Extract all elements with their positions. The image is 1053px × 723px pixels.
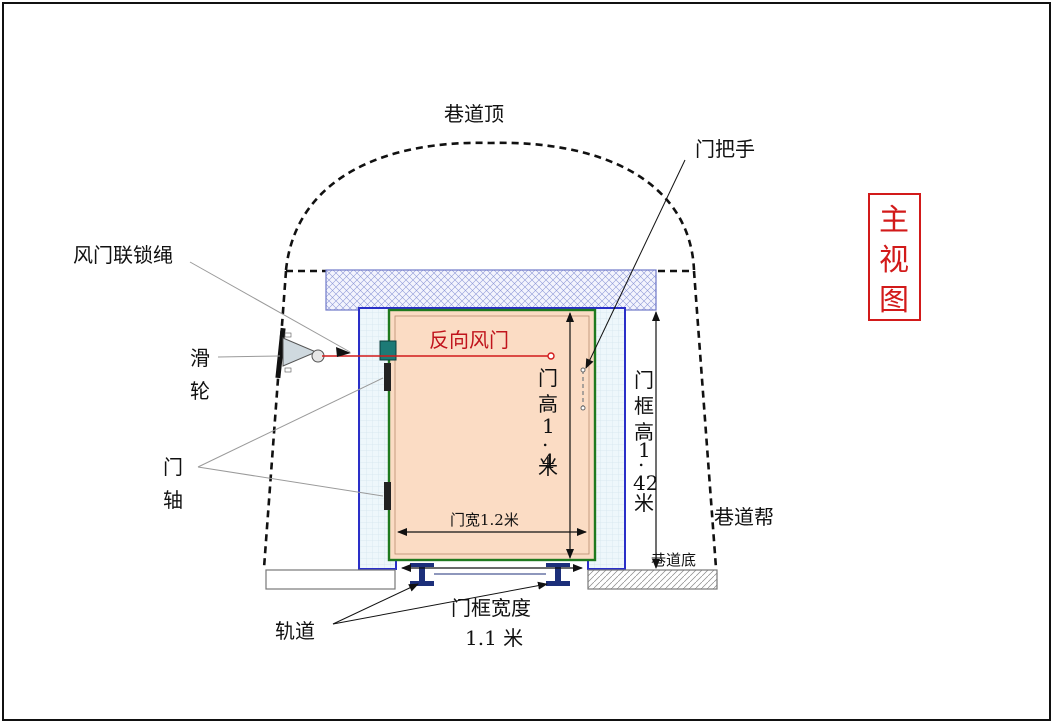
roadway-side-label: 巷道帮 xyxy=(714,505,774,529)
door-handle-label: 门把手 xyxy=(695,137,755,161)
door-height-label-2: 高 xyxy=(538,392,558,416)
pulley-label-1: 滑 xyxy=(190,346,210,370)
frame-height-label-7: 米 xyxy=(634,491,654,515)
frame-height-label-6: 42 xyxy=(633,471,658,495)
hinge-label-1: 门 xyxy=(163,455,183,479)
frame-height-label-4: 1 xyxy=(638,438,651,462)
frame-width-label-1: 门框宽度 xyxy=(451,596,531,620)
door-height-label-5: 4 xyxy=(542,449,555,473)
view-title-char-3: 图 xyxy=(879,283,909,318)
door-inner-panel xyxy=(394,315,590,555)
reverse-door-leaf xyxy=(387,308,597,562)
pulley-leader xyxy=(217,355,281,358)
interlock-rope-leader xyxy=(189,261,351,353)
interlock-block xyxy=(379,340,397,361)
rail-leader-right xyxy=(332,581,548,625)
frame-height-label-1: 门 xyxy=(634,368,654,392)
rope-end-point xyxy=(547,352,555,360)
door-height-label-1: 门 xyxy=(538,366,558,390)
interlock-rope-arrowhead xyxy=(336,347,351,357)
i-beam-rail-icon xyxy=(546,563,570,586)
frame-height-label-3: 高 xyxy=(634,420,654,444)
door-handle-pivot xyxy=(580,367,586,373)
hinge-leader-lower xyxy=(197,466,384,497)
door-height-label-6: 米 xyxy=(538,455,558,479)
hinge-label-2: 轴 xyxy=(163,488,183,512)
roadway-floor-right xyxy=(587,569,718,590)
hinge-block-icon xyxy=(384,363,391,391)
frame-height-label-5: . xyxy=(638,447,644,471)
reverse-door-label: 反向风门 xyxy=(429,328,509,352)
pulley-icon xyxy=(275,327,325,379)
roadway-right-wall xyxy=(692,270,718,569)
door-handle-pivot xyxy=(580,405,586,411)
interlock-rope-label: 风门联锁绳 xyxy=(73,243,173,267)
frame-height-label-2: 框 xyxy=(634,394,654,418)
door-width-label: 门宽1.2米 xyxy=(450,511,519,529)
door-height-label-3: 1 xyxy=(542,414,555,438)
roadway-floor-label: 巷道底 xyxy=(651,551,696,569)
view-title-char-1: 主 xyxy=(879,203,909,238)
hinge-block-icon xyxy=(384,482,391,510)
rail-leader-left xyxy=(332,583,419,625)
roadway-arch xyxy=(284,141,696,271)
view-title-char-2: 视 xyxy=(879,243,909,278)
rail-label: 轨道 xyxy=(275,619,315,643)
i-beam-rail-icon xyxy=(410,563,434,586)
roadway-left-wall xyxy=(262,270,288,569)
door-handle-leader xyxy=(585,159,686,369)
hinge-leader-upper xyxy=(197,377,384,468)
view-title-box xyxy=(868,193,921,321)
frame-lintel xyxy=(325,269,657,311)
roadway-floor-left xyxy=(265,569,396,590)
door-height-label-4: . xyxy=(542,427,548,451)
frame-width-label-2: 1.1 米 xyxy=(465,626,523,650)
pulley-label-2: 轮 xyxy=(190,379,210,403)
roadway-top-label: 巷道顶 xyxy=(444,102,504,126)
